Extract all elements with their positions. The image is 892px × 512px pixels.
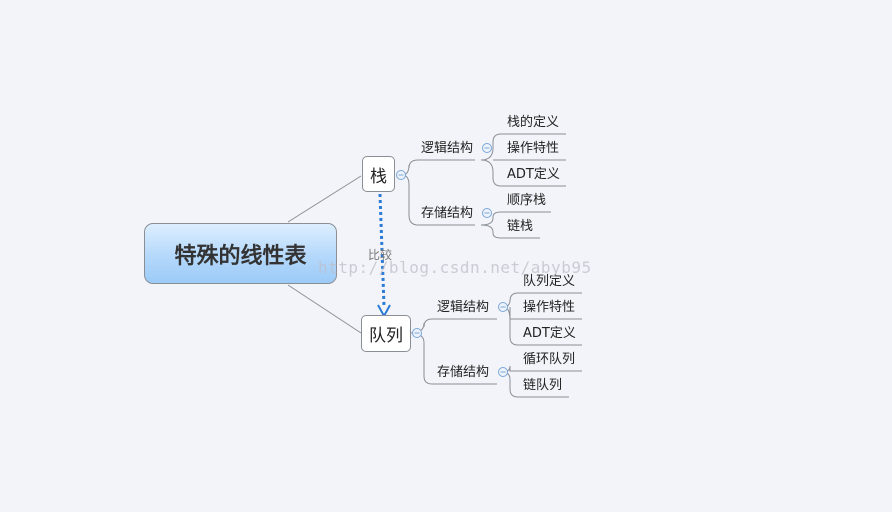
stack-logic-item[interactable]: 操作特性 [507,141,560,156]
queue-logic-item[interactable]: 操作特性 [523,300,576,315]
stack-logic-item[interactable]: ADT定义 [507,167,560,182]
stack-logic-line [401,159,475,176]
watermark-text: http://blog.csdn.net/abyb95 [318,258,592,277]
stack-logic-collapse-icon[interactable] [482,143,492,153]
stack-logic-topic[interactable]: 逻辑结构 [421,141,474,156]
queue-storage-item[interactable]: 循环队列 [523,352,576,367]
relation-label[interactable]: 比较 [368,248,393,262]
root-topic[interactable]: 特殊的线性表 [144,223,337,284]
leaf-line [480,159,566,187]
stack-logic-item[interactable]: 栈的定义 [507,115,560,130]
queue-storage-collapse-icon[interactable] [498,367,508,377]
root-to-stack-line [287,175,362,223]
queue-storage-item[interactable]: 链队列 [523,378,563,393]
relation-dotted-line [378,193,386,307]
queue-logic-item[interactable]: 队列定义 [523,274,576,289]
root-to-queue-line [287,284,362,334]
stack-storage-topic[interactable]: 存储结构 [421,206,474,221]
queue-logic-collapse-icon[interactable] [498,302,508,312]
leaf-line [480,133,566,161]
stack-storage-item[interactable]: 链栈 [507,219,534,234]
leaf-line [480,211,551,226]
queue-collapse-icon[interactable] [412,328,422,338]
queue-topic[interactable]: 队列 [361,315,411,352]
leaf-line [480,224,540,239]
stack-collapse-icon[interactable] [396,170,406,180]
queue-storage-topic[interactable]: 存储结构 [437,365,490,380]
stack-storage-collapse-icon[interactable] [482,208,492,218]
queue-logic-topic[interactable]: 逻辑结构 [437,300,490,315]
stack-storage-item[interactable]: 顺序栈 [507,193,547,208]
queue-logic-item[interactable]: ADT定义 [523,326,576,341]
stack-topic[interactable]: 栈 [362,156,395,192]
queue-logic-line [410,318,497,334]
